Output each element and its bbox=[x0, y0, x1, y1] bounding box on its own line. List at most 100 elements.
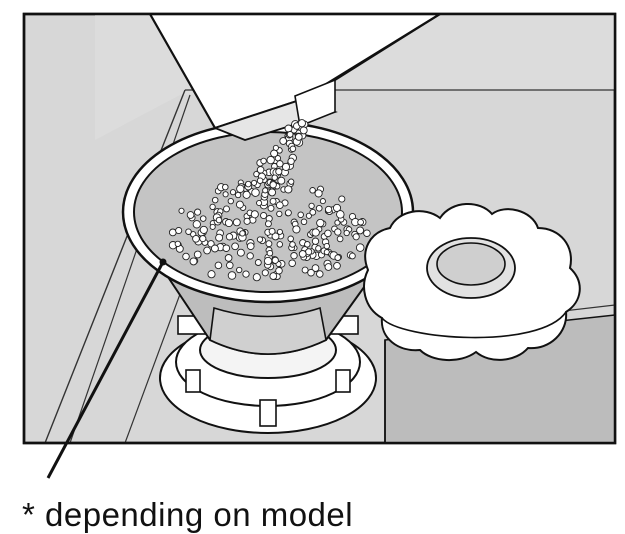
salt-grain bbox=[276, 241, 284, 248]
salt-grain bbox=[251, 179, 258, 186]
salt-grain bbox=[215, 216, 223, 224]
salt-grain bbox=[243, 217, 251, 225]
salt-grain bbox=[316, 218, 325, 228]
salt-grain bbox=[284, 185, 293, 194]
salt-grain bbox=[336, 235, 344, 243]
salt-grain bbox=[236, 248, 245, 257]
salt-grain bbox=[168, 228, 177, 237]
salt-grain bbox=[284, 209, 292, 217]
salt-grain bbox=[242, 270, 250, 278]
salt-grain bbox=[275, 201, 284, 210]
salt-grain bbox=[175, 226, 183, 235]
salt-grain bbox=[203, 246, 211, 255]
salt-grain bbox=[276, 160, 284, 168]
salt-grain bbox=[272, 144, 279, 151]
salt-grain bbox=[256, 236, 264, 243]
salt-grain bbox=[194, 208, 202, 216]
salt-grain bbox=[336, 210, 345, 219]
salt-grain bbox=[292, 225, 301, 234]
salt-grain bbox=[297, 211, 304, 219]
salt-grain bbox=[229, 189, 237, 196]
salt-grain bbox=[332, 203, 342, 212]
salt-grain bbox=[265, 240, 273, 248]
salt-grain bbox=[246, 252, 254, 260]
model-note: * depending on model bbox=[22, 496, 354, 533]
salt-grain bbox=[290, 252, 298, 260]
salt-grain bbox=[236, 266, 243, 274]
salt-grain bbox=[324, 229, 332, 238]
salt-grain bbox=[266, 249, 274, 257]
salt-grain bbox=[307, 268, 315, 277]
salt-grain bbox=[222, 244, 231, 252]
poured-salt-stream bbox=[236, 119, 309, 194]
salt-grain bbox=[277, 176, 286, 185]
salt-grain bbox=[266, 155, 275, 165]
salt-grain bbox=[262, 187, 269, 194]
salt-grain bbox=[316, 270, 324, 278]
salt-grain bbox=[211, 196, 219, 204]
salt-grain bbox=[311, 264, 320, 272]
salt-grain bbox=[288, 259, 296, 267]
salt-grain bbox=[311, 237, 320, 245]
salt-grain bbox=[275, 168, 283, 176]
salt-grain bbox=[251, 188, 260, 197]
salt-grain bbox=[199, 225, 208, 234]
salt-grain bbox=[308, 202, 315, 210]
salt-grain bbox=[199, 215, 207, 222]
salt-grain bbox=[260, 157, 267, 165]
salt-grain bbox=[222, 183, 229, 191]
salt-grain bbox=[349, 252, 356, 260]
salt-funnel bbox=[121, 120, 415, 355]
salt-grain bbox=[227, 271, 237, 280]
salt-grain bbox=[239, 230, 246, 237]
salt-grain bbox=[270, 149, 279, 158]
salt-grain bbox=[289, 241, 296, 248]
salt-grain bbox=[214, 261, 223, 270]
salt-grain bbox=[314, 189, 323, 198]
salt-grain bbox=[363, 229, 371, 237]
salt-grain bbox=[242, 190, 251, 199]
salt-grain bbox=[256, 177, 264, 184]
salt-grain bbox=[289, 145, 297, 153]
salt-grain bbox=[309, 187, 316, 194]
salt-grain bbox=[236, 184, 245, 193]
salt-grain bbox=[246, 242, 255, 251]
salt-grain bbox=[269, 181, 277, 189]
salt-grain bbox=[275, 266, 283, 275]
salt-grain bbox=[324, 263, 333, 271]
salt-grain bbox=[250, 210, 259, 219]
salt-grain bbox=[174, 240, 181, 248]
salt-grain bbox=[227, 197, 234, 205]
salt-grain bbox=[268, 188, 277, 197]
salt-grain bbox=[271, 174, 278, 181]
salt-grain bbox=[315, 204, 323, 212]
salt-grain bbox=[192, 234, 200, 243]
salt-grain bbox=[269, 197, 277, 205]
salt-grain bbox=[210, 244, 219, 253]
salt-grain bbox=[355, 243, 365, 252]
salt-grain bbox=[309, 208, 317, 216]
pointer-line bbox=[46, 261, 165, 479]
salt-grain bbox=[260, 211, 268, 220]
salt-grain bbox=[234, 191, 242, 199]
salt-grain bbox=[319, 198, 326, 205]
salt-grain bbox=[281, 162, 291, 171]
salt-grain bbox=[189, 257, 198, 266]
salt-grain bbox=[231, 242, 239, 251]
salt-grain bbox=[223, 205, 230, 213]
salt-grain bbox=[298, 250, 307, 258]
salt-grain bbox=[288, 178, 295, 185]
salt-grain bbox=[271, 256, 279, 264]
salt-grain bbox=[209, 223, 216, 230]
salt-grain bbox=[235, 200, 244, 209]
salt-grain bbox=[225, 233, 234, 241]
salt-grain bbox=[215, 233, 224, 242]
salt-grain bbox=[343, 229, 350, 237]
salt-grain bbox=[263, 256, 273, 266]
salt-grain bbox=[356, 226, 365, 235]
salt-grain bbox=[334, 228, 342, 236]
salt-grain bbox=[333, 261, 341, 270]
salt-grain bbox=[299, 126, 308, 135]
salt-grain bbox=[261, 269, 269, 277]
